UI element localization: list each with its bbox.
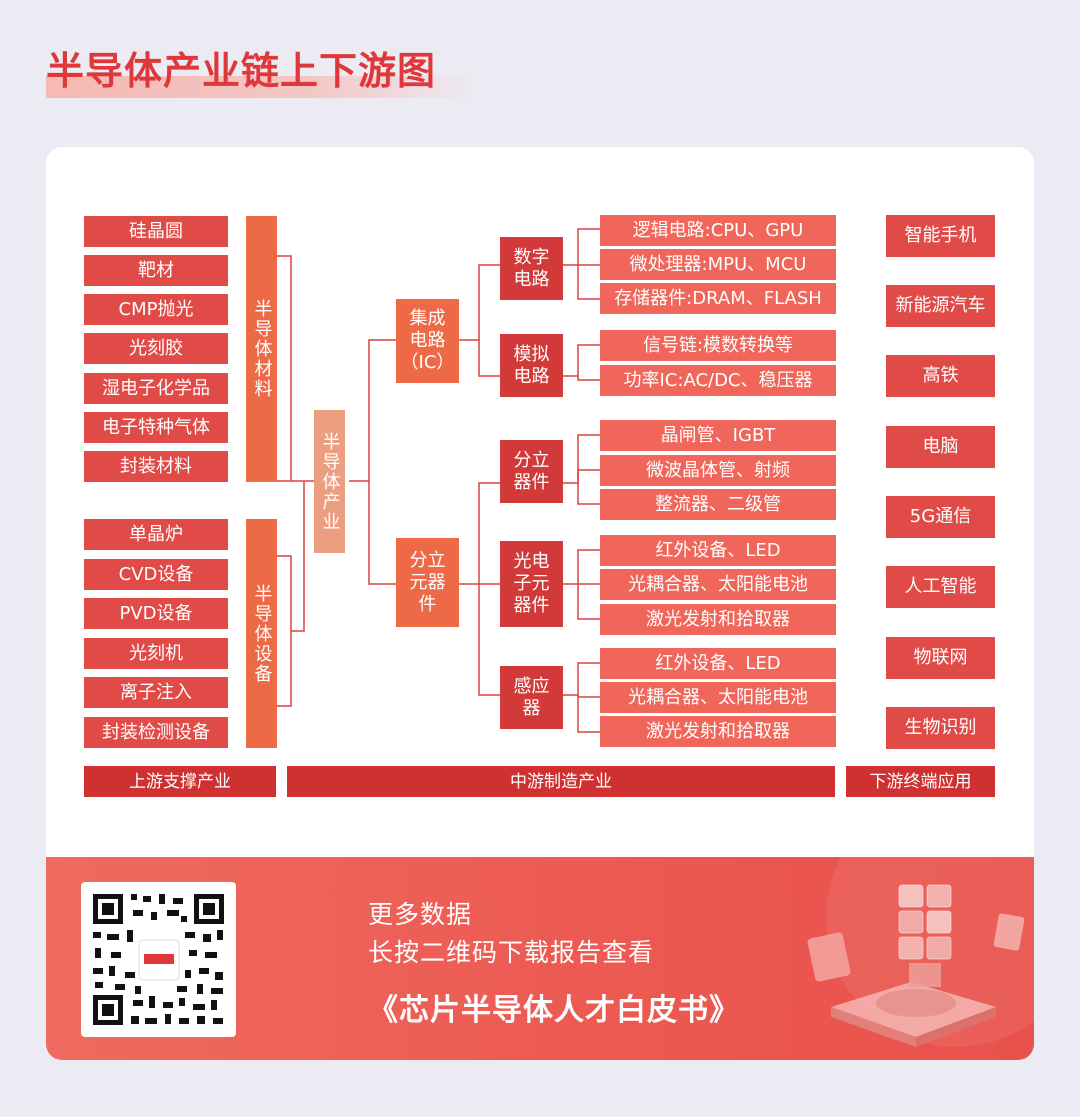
promo-line-more-data: 更多数据 xyxy=(368,900,473,929)
chip-illustration-icon xyxy=(807,857,1034,1047)
digital-item: 逻辑电路:CPU、GPU xyxy=(600,215,836,246)
promo-line-download: 长按二维码下载报告查看 xyxy=(368,938,655,967)
digital-circuit-node: 数字 电路 xyxy=(500,237,563,300)
downstream-item: 5G通信 xyxy=(886,496,995,538)
ic-node: 集成 电路 （IC） xyxy=(396,299,459,383)
upstream-bar: 上游支撑产业 xyxy=(84,766,276,797)
equipment-category: 半导体设备 xyxy=(246,519,277,748)
page-title: 半导体产业链上下游图 xyxy=(46,49,437,93)
promo-report-title[interactable]: 《芯片半导体人才白皮书》 xyxy=(368,993,740,1028)
connector-lines xyxy=(277,228,600,733)
discrete-devices-node: 分立 器件 xyxy=(500,440,563,503)
title-highlight xyxy=(46,76,480,98)
midstream-bar: 中游制造产业 xyxy=(287,766,835,797)
material-item: 湿电子化学品 xyxy=(84,373,228,404)
material-item: 电子特种气体 xyxy=(84,412,228,443)
materials-category: 半导体材料 xyxy=(246,216,277,482)
optoelectronic-item: 激光发射和拾取器 xyxy=(600,604,836,635)
page-title-wrap: 半导体产业链上下游图 xyxy=(46,48,480,98)
discrete-device-item: 晶闸管、IGBT xyxy=(600,420,836,451)
downstream-item: 生物识别 xyxy=(886,707,995,749)
downstream-item: 电脑 xyxy=(886,426,995,468)
digital-item: 微处理器:MPU、MCU xyxy=(600,249,836,280)
downstream-bar: 下游终端应用 xyxy=(846,766,995,797)
material-item: 靶材 xyxy=(84,255,228,286)
downstream-item: 物联网 xyxy=(886,637,995,679)
analog-item: 信号链:模数转换等 xyxy=(600,330,836,361)
optoelectronic-item: 光耦合器、太阳能电池 xyxy=(600,569,836,600)
sensor-item: 光耦合器、太阳能电池 xyxy=(600,682,836,713)
promo-band: 更多数据 长按二维码下载报告查看 《芯片半导体人才白皮书》 xyxy=(46,857,1034,1060)
equipment-item: 光刻机 xyxy=(84,638,228,669)
optoelectronic-item: 红外设备、LED xyxy=(600,535,836,566)
digital-item: 存储器件:DRAM、FLASH xyxy=(600,283,836,314)
qr-code-icon xyxy=(93,894,224,1025)
equipment-item: CVD设备 xyxy=(84,559,228,590)
qr-code[interactable] xyxy=(81,882,236,1037)
sensor-item: 激光发射和拾取器 xyxy=(600,716,836,747)
analog-item: 功率IC:AC/DC、稳压器 xyxy=(600,365,836,396)
equipment-item: PVD设备 xyxy=(84,598,228,629)
equipment-item: 封装检测设备 xyxy=(84,717,228,748)
discrete-device-item: 整流器、二级管 xyxy=(600,489,836,520)
sensor-node: 感应 器 xyxy=(500,666,563,729)
discrete-components-node: 分立 元器 件 xyxy=(396,538,459,627)
discrete-device-item: 微波晶体管、射频 xyxy=(600,455,836,486)
equipment-item: 单晶炉 xyxy=(84,519,228,550)
downstream-item: 智能手机 xyxy=(886,215,995,257)
semiconductor-industry-node: 半导体产业 xyxy=(314,410,345,553)
material-item: 光刻胶 xyxy=(84,333,228,364)
downstream-item: 高铁 xyxy=(886,355,995,397)
downstream-item: 新能源汽车 xyxy=(886,285,995,327)
material-item: 硅晶圆 xyxy=(84,216,228,247)
analog-circuit-node: 模拟 电路 xyxy=(500,334,563,397)
sensor-item: 红外设备、LED xyxy=(600,648,836,679)
material-item: 封装材料 xyxy=(84,451,228,482)
downstream-item: 人工智能 xyxy=(886,566,995,608)
equipment-item: 离子注入 xyxy=(84,677,228,708)
optoelectronic-node: 光电 子元 器件 xyxy=(500,541,563,627)
diagram-card: 硅晶圆 靶材 CMP抛光 光刻胶 湿电子化学品 电子特种气体 封装材料 半导体材… xyxy=(46,147,1034,1060)
material-item: CMP抛光 xyxy=(84,294,228,325)
